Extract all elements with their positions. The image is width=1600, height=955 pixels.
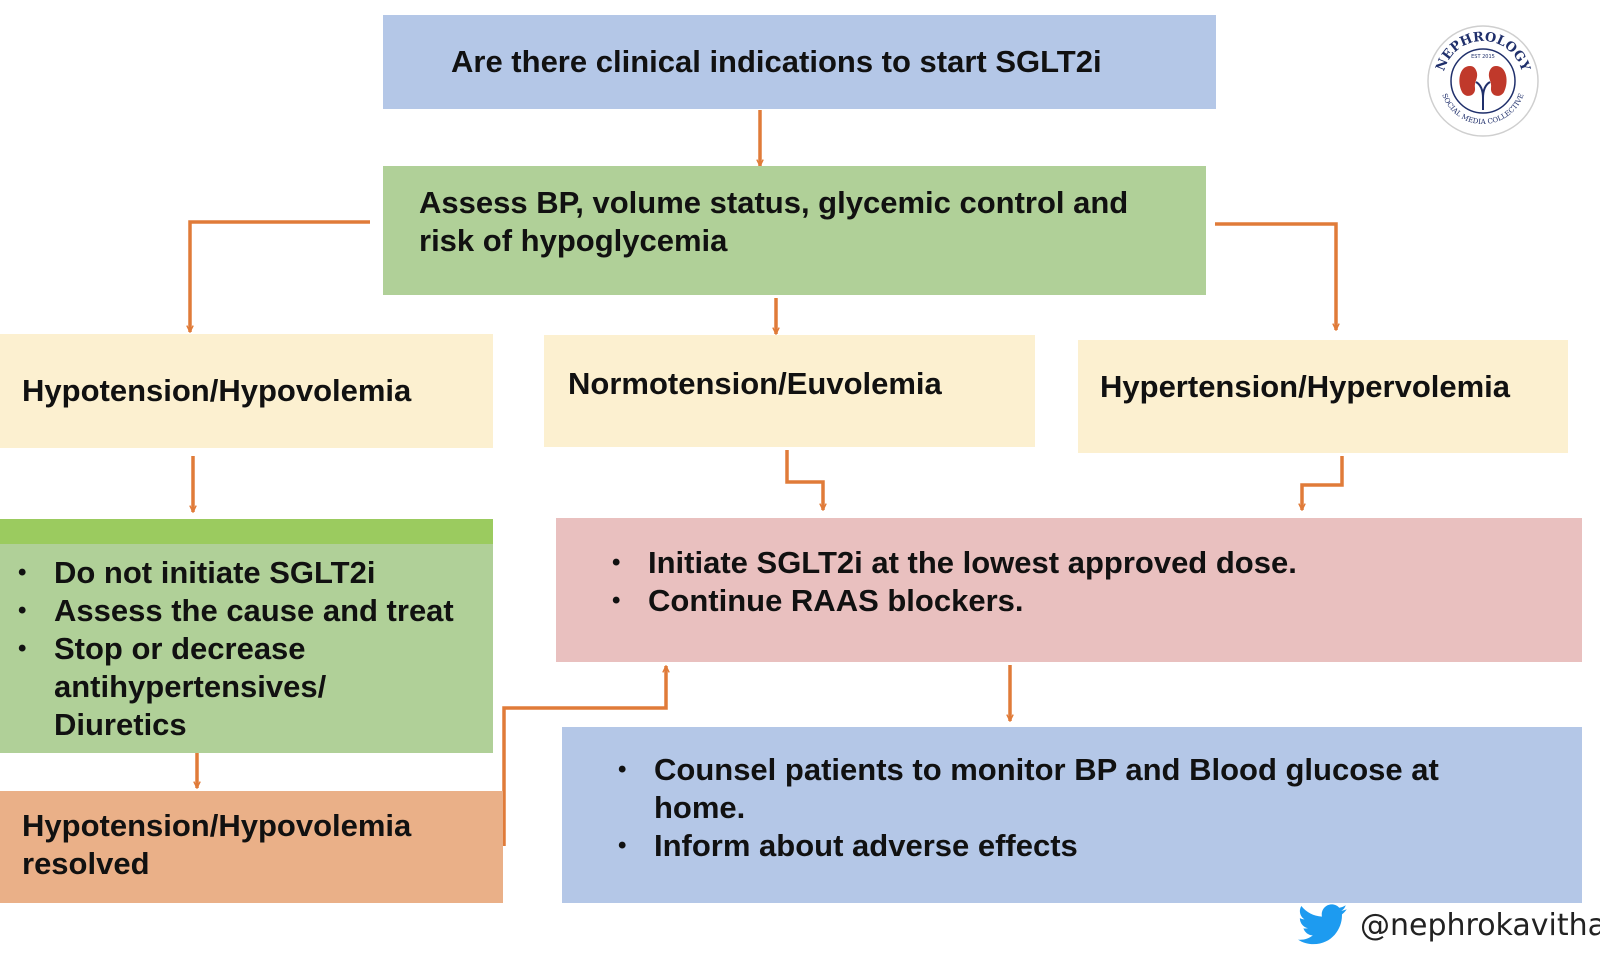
initiate-list: Initiate SGLT2i at the lowest approved d… [608, 544, 1582, 620]
hypo-actions-list: Do not initiate SGLT2i Assess the cause … [0, 544, 493, 744]
twitter-credit: @nephrokavitha [1298, 900, 1600, 950]
kidney-icon [1459, 66, 1507, 110]
normotension-box: Normotension/Euvolemia [544, 335, 1035, 447]
initiate-box: Initiate SGLT2i at the lowest approved d… [556, 518, 1582, 662]
resolved-text: Hypotension/Hypovolemia resolved [22, 808, 412, 881]
twitter-bird-icon [1298, 904, 1348, 945]
twitter-handle: @nephrokavitha [1360, 907, 1600, 943]
arrow-assess-to-hypo [190, 220, 370, 332]
hypotension-label: Hypotension/Hypovolemia [22, 373, 412, 408]
hypertension-label: Hypertension/Hypervolemia [1100, 369, 1511, 404]
start-box-text: Are there clinical indications to start … [451, 44, 1102, 79]
counsel-box: Counsel patients to monitor BP and Blood… [562, 727, 1582, 903]
counsel-list: Counsel patients to monitor BP and Blood… [614, 751, 1562, 865]
counsel-item: Inform about adverse effects [614, 827, 1562, 865]
hypo-action-item: Do not initiate SGLT2i [14, 554, 483, 592]
logo-est: EST 2015 [1471, 54, 1495, 60]
start-box: Are there clinical indications to start … [383, 15, 1216, 109]
counsel-item: Counsel patients to monitor BP and Blood… [614, 751, 1534, 827]
arrow-assess-to-hyper [1215, 222, 1336, 330]
assess-box-text: Assess BP, volume status, glycemic contr… [419, 185, 1129, 258]
normotension-label: Normotension/Euvolemia [568, 366, 942, 401]
arrow-resolved-to-initiate [502, 666, 666, 846]
resolved-box: Hypotension/Hypovolemia resolved [0, 791, 503, 903]
assess-box: Assess BP, volume status, glycemic contr… [383, 166, 1206, 295]
initiate-item: Initiate SGLT2i at the lowest approved d… [608, 544, 1582, 582]
hypo-action-item: Assess the cause and treat [14, 592, 483, 630]
hypo-actions-box: Do not initiate SGLT2i Assess the cause … [0, 519, 493, 753]
hypertension-box: Hypertension/Hypervolemia [1078, 340, 1568, 453]
hypotension-box: Hypotension/Hypovolemia [0, 334, 493, 448]
arrow-normo-to-initiate [785, 450, 823, 510]
hypo-actions-header-strip [0, 519, 493, 544]
arrow-hyper-to-initiate [1302, 456, 1344, 510]
nephrology-logo: NEPHROLOGY SOCIAL MEDIA COLLECTIVE EST 2… [1426, 24, 1540, 138]
initiate-item: Continue RAAS blockers. [608, 582, 1582, 620]
hypo-action-item: Stop or decrease antihypertensives/ Diur… [14, 630, 344, 744]
